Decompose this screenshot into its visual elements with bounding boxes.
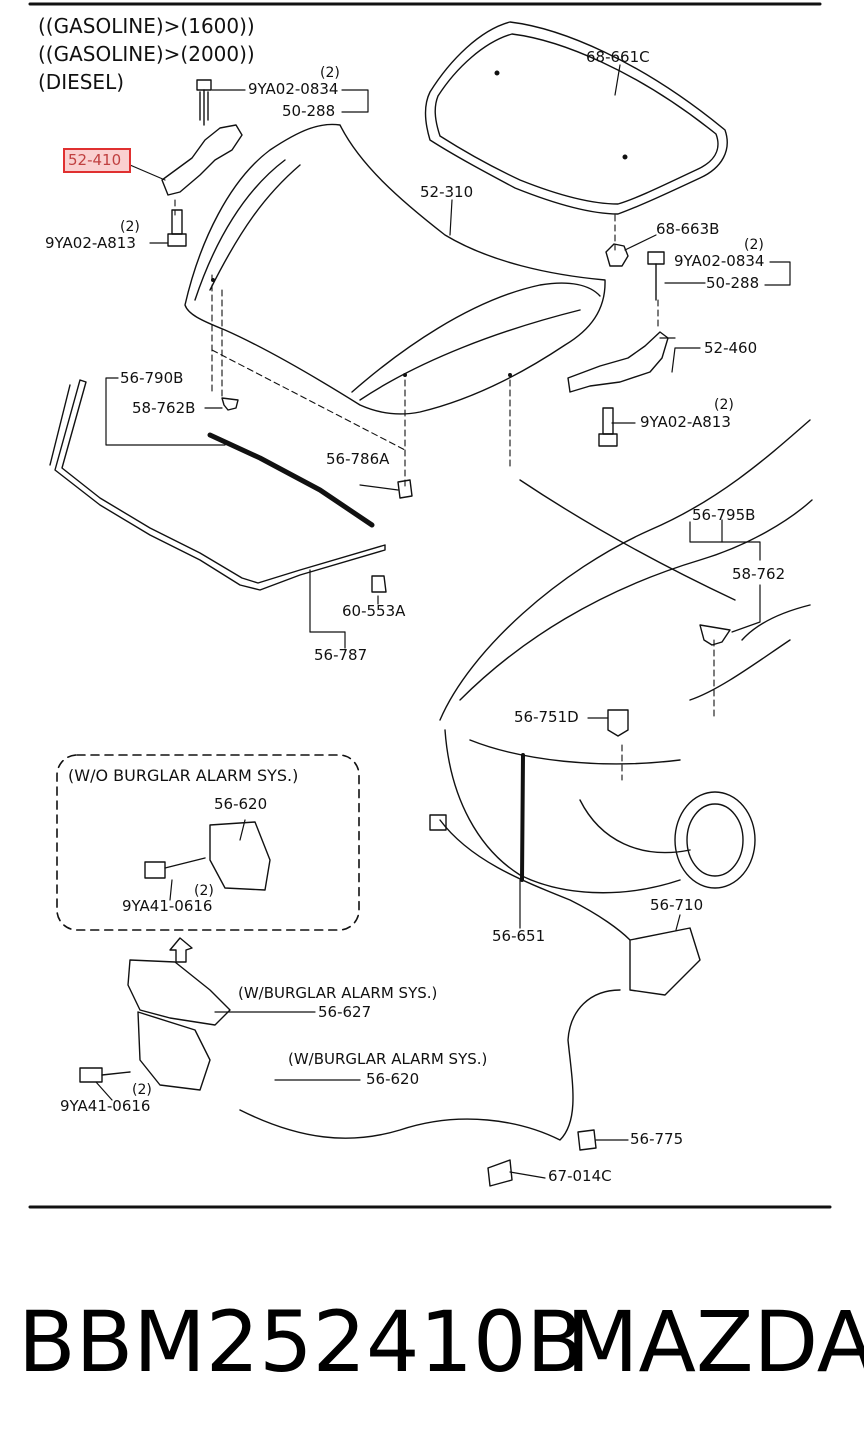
callout-56-786A: 56-786A [326, 450, 390, 468]
callout-56-710: 56-710 [650, 896, 704, 914]
callout-9YA02-A813-right: 9YA02-A813 [640, 413, 731, 431]
prop-rod-drawing [520, 753, 525, 882]
callout-50-288-right: 50-288 [706, 274, 760, 292]
callout-9YA41-0616-inset: 9YA41-0616 [122, 897, 213, 915]
callout-56-787: 56-787 [314, 646, 368, 664]
callout-qty-e: (2) [194, 883, 214, 899]
callout-56-775: 56-775 [630, 1130, 684, 1148]
callout-56-620-main: 56-620 [366, 1070, 420, 1088]
callout-9YA02-0834-right: 9YA02-0834 [674, 252, 765, 270]
label-w-burglar-alarm-2: (W/BURGLAR ALARM SYS.) [288, 1050, 488, 1068]
callout-qty-a: (2) [320, 65, 340, 81]
hood-seal-rail-drawing [49, 379, 386, 591]
label-w-burglar-alarm-1: (W/BURGLAR ALARM SYS.) [238, 984, 438, 1002]
callout-qty-c: (2) [744, 237, 764, 253]
callout-60-553A: 60-553A [342, 602, 406, 620]
inset-dashed-box [56, 754, 360, 931]
part-number-caption: BBM252410B [18, 1293, 585, 1391]
callout-56-790B: 56-790B [120, 369, 184, 387]
callout-qty-d: (2) [714, 397, 734, 413]
vehicle-body-drawing [439, 419, 813, 894]
hood-latch-drawing [79, 937, 231, 1091]
callout-67-014C: 67-014C [548, 1167, 612, 1185]
inset-latch-drawing [144, 821, 271, 891]
header-line-3: (DIESEL) [38, 70, 125, 94]
brand-caption: MAZDA [566, 1293, 864, 1391]
callout-qty-f: (2) [132, 1082, 152, 1098]
callout-56-751D: 56-751D [514, 708, 579, 726]
callout-56-795B: 56-795B [692, 506, 756, 524]
callout-9YA02-0834-left: 9YA02-0834 [248, 80, 339, 98]
callout-qty-b: (2) [120, 219, 140, 235]
stopper-56-786A-drawing [397, 479, 413, 499]
hood-seal-strip-drawing [207, 432, 375, 528]
solid-fill-marks [211, 278, 512, 377]
callout-56-627: 56-627 [318, 1003, 372, 1021]
hood-hinge-right-drawing [567, 243, 669, 447]
callout-52-310: 52-310 [420, 183, 474, 201]
callout-56-620-inset: 56-620 [214, 795, 268, 813]
callout-52-410-highlighted: 52-410 [63, 148, 131, 173]
callout-9YA41-0616-main: 9YA41-0616 [60, 1097, 151, 1115]
hood-hinge-left-drawing [161, 79, 243, 247]
callout-52-460: 52-460 [704, 339, 758, 357]
seal-clip-58-762B-drawing [221, 397, 239, 411]
callout-68-663B: 68-663B [656, 220, 720, 238]
assembly-dashed-lines [174, 199, 715, 781]
clip-60-553A-drawing [371, 575, 387, 593]
callout-58-762B: 58-762B [132, 399, 196, 417]
header-line-1: ((GASOLINE)>(1600)) [38, 14, 255, 38]
header-line-2: ((GASOLINE)>(2000)) [38, 42, 255, 66]
inset-title-wo-burglar-alarm: (W/O BURGLAR ALARM SYS.) [68, 766, 299, 785]
hood-panel-drawing [184, 123, 606, 415]
callout-leader-lines [95, 64, 791, 1179]
callout-56-651: 56-651 [492, 927, 546, 945]
callout-50-288-left: 50-288 [282, 102, 336, 120]
release-cable-drawing [239, 819, 701, 1141]
callout-58-762: 58-762 [732, 565, 786, 583]
callout-9YA02-A813-left: 9YA02-A813 [45, 234, 136, 252]
callout-68-661C: 68-661C [586, 48, 650, 66]
hood-insulator-drawing [424, 21, 728, 215]
small-fasteners-drawing [429, 624, 731, 1187]
